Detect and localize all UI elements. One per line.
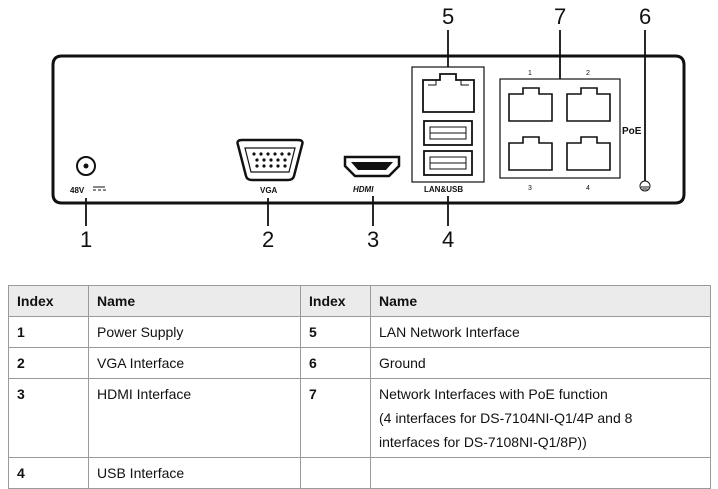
power-label: 48V: [70, 186, 85, 195]
table-row: 3 HDMI Interface 7 Network Interfaces wi…: [8, 378, 711, 458]
index-cell: 6: [300, 347, 371, 379]
name-cell: Network Interfaces with PoE function (4 …: [370, 378, 711, 458]
hdmi-label: HDMI: [353, 185, 374, 194]
name-line: Network Interfaces with PoE function: [379, 386, 608, 402]
name-line: (4 interfaces for DS-7104NI-Q1/4P and 8: [379, 410, 633, 426]
ground-symbol-icon: [639, 180, 651, 192]
index-cell: 7: [300, 378, 371, 458]
name-cell: Ground: [370, 347, 711, 379]
usb-port-icon: [423, 150, 473, 176]
callout-number: 2: [262, 227, 274, 252]
callout-number: 6: [639, 4, 651, 29]
interface-table: Index Name Index Name 1 Power Supply 5 L…: [8, 285, 711, 489]
callout-number: 1: [80, 227, 92, 252]
vga-connector-icon: [236, 138, 304, 182]
callout-number: 7: [554, 4, 566, 29]
poe-port-number: 4: [586, 185, 590, 192]
poe-port-number: 2: [586, 70, 590, 77]
name-cell: LAN Network Interface: [370, 316, 711, 348]
callout-number: 5: [442, 4, 454, 29]
rear-panel-diagram: 48V VGA HDMI LAN&USB: [51, 4, 686, 252]
index-cell: 1: [8, 316, 89, 348]
poe-port-icon: [508, 136, 553, 171]
table-header-cell: Name: [370, 285, 711, 317]
dc-symbol-icon: [93, 186, 106, 191]
poe-port-number: 3: [528, 185, 532, 192]
callout-number: 3: [367, 227, 379, 252]
poe-port-icon: [566, 136, 611, 171]
table-header-cell: Name: [88, 285, 301, 317]
poe-label: PoE: [622, 126, 642, 137]
power-connector-icon: [76, 156, 96, 176]
name-cell: HDMI Interface: [88, 378, 301, 458]
index-cell: 3: [8, 378, 89, 458]
table-header-cell: Index: [8, 285, 89, 317]
lan-usb-label: LAN&USB: [424, 185, 463, 194]
callout-leader-lines: [85, 30, 646, 226]
name-line: interfaces for DS-7108NI-Q1/8P)): [379, 434, 587, 450]
table-header-cell: Index: [300, 285, 371, 317]
usb-port-icon: [423, 120, 473, 146]
callout-number: 4: [442, 227, 454, 252]
name-cell: [370, 457, 711, 489]
index-cell: 5: [300, 316, 371, 348]
table-row: 2 VGA Interface 6 Ground: [8, 347, 711, 379]
hdmi-connector-icon: [343, 155, 401, 178]
table-row: 1 Power Supply 5 LAN Network Interface: [8, 316, 711, 348]
table-row: 4 USB Interface: [8, 457, 711, 489]
name-cell: USB Interface: [88, 457, 301, 489]
lan-port-icon: [422, 73, 475, 113]
name-cell: Power Supply: [88, 316, 301, 348]
poe-port-icon: [508, 87, 553, 122]
index-cell: 4: [8, 457, 89, 489]
name-cell: VGA Interface: [88, 347, 301, 379]
index-cell: [300, 457, 371, 489]
table-header-row: Index Name Index Name: [8, 285, 711, 317]
vga-label: VGA: [260, 186, 278, 195]
index-cell: 2: [8, 347, 89, 379]
poe-port-number: 1: [528, 70, 532, 77]
chassis-outline: [51, 54, 686, 205]
poe-port-icon: [566, 87, 611, 122]
